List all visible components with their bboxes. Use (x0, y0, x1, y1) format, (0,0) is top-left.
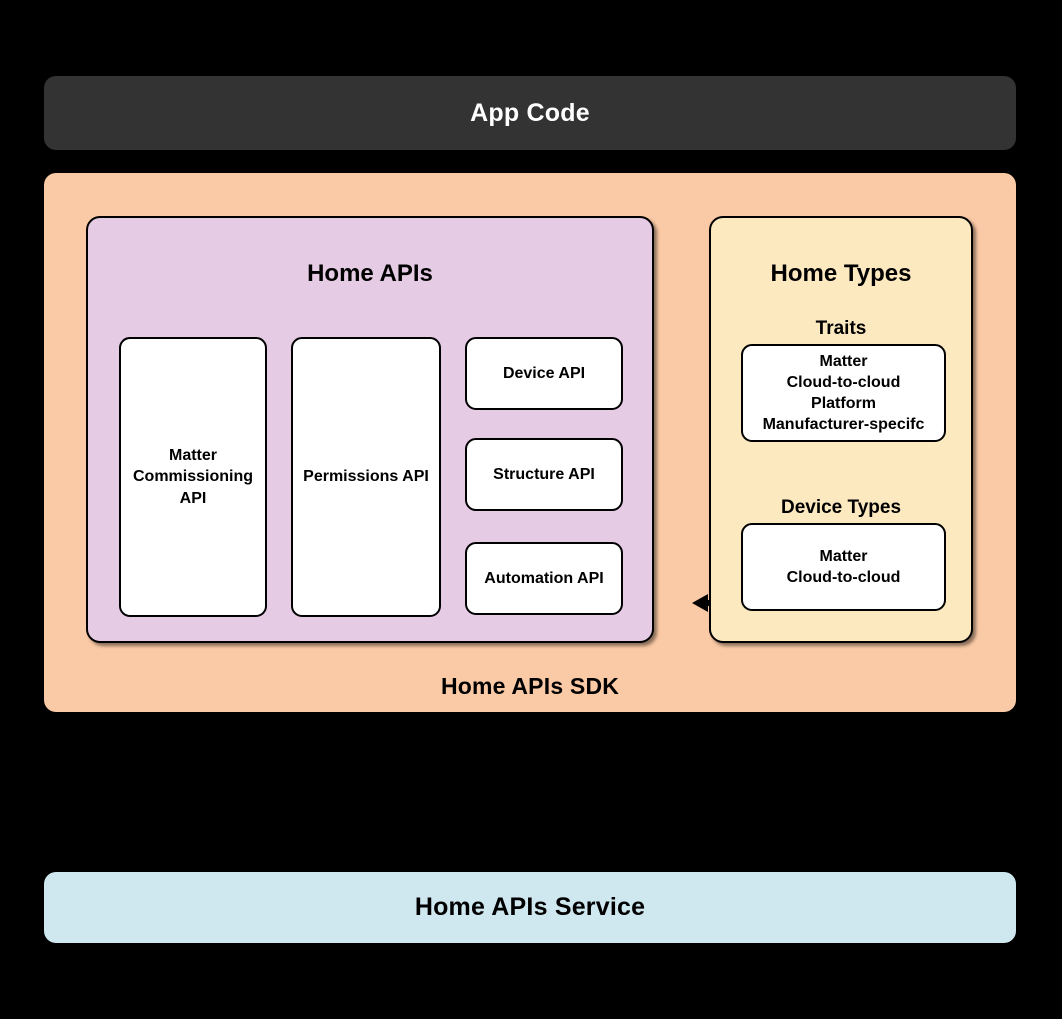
app-code-label: App Code (470, 98, 590, 127)
home-apis-sdk-container: Home APIs Matter Commissioning API Permi… (44, 173, 1016, 712)
card-permissions-api: Permissions API (291, 337, 441, 617)
home-apis-panel: Home APIs Matter Commissioning API Permi… (86, 216, 654, 643)
card-device-api: Device API (465, 337, 623, 410)
app-code-block: App Code (44, 76, 1016, 150)
home-apis-service-block: Home APIs Service (44, 872, 1016, 943)
card-automation-api: Automation API (465, 542, 623, 615)
card-matter-commissioning-api: Matter Commissioning API (119, 337, 267, 617)
card-device-types-list: Matter Cloud-to-cloud (741, 523, 946, 611)
card-structure-api: Structure API (465, 438, 623, 511)
traits-heading: Traits (815, 318, 867, 339)
home-types-panel-title: Home Types (770, 260, 912, 287)
card-traits-list: Matter Cloud-to-cloud Platform Manufactu… (741, 344, 946, 442)
home-apis-service-label: Home APIs Service (414, 893, 646, 921)
home-types-panel: Home Types Traits Matter Cloud-to-cloud … (709, 216, 973, 643)
device-types-heading: Device Types (780, 497, 902, 518)
home-apis-panel-title: Home APIs (307, 260, 433, 287)
home-apis-sdk-caption: Home APIs SDK (440, 673, 620, 699)
